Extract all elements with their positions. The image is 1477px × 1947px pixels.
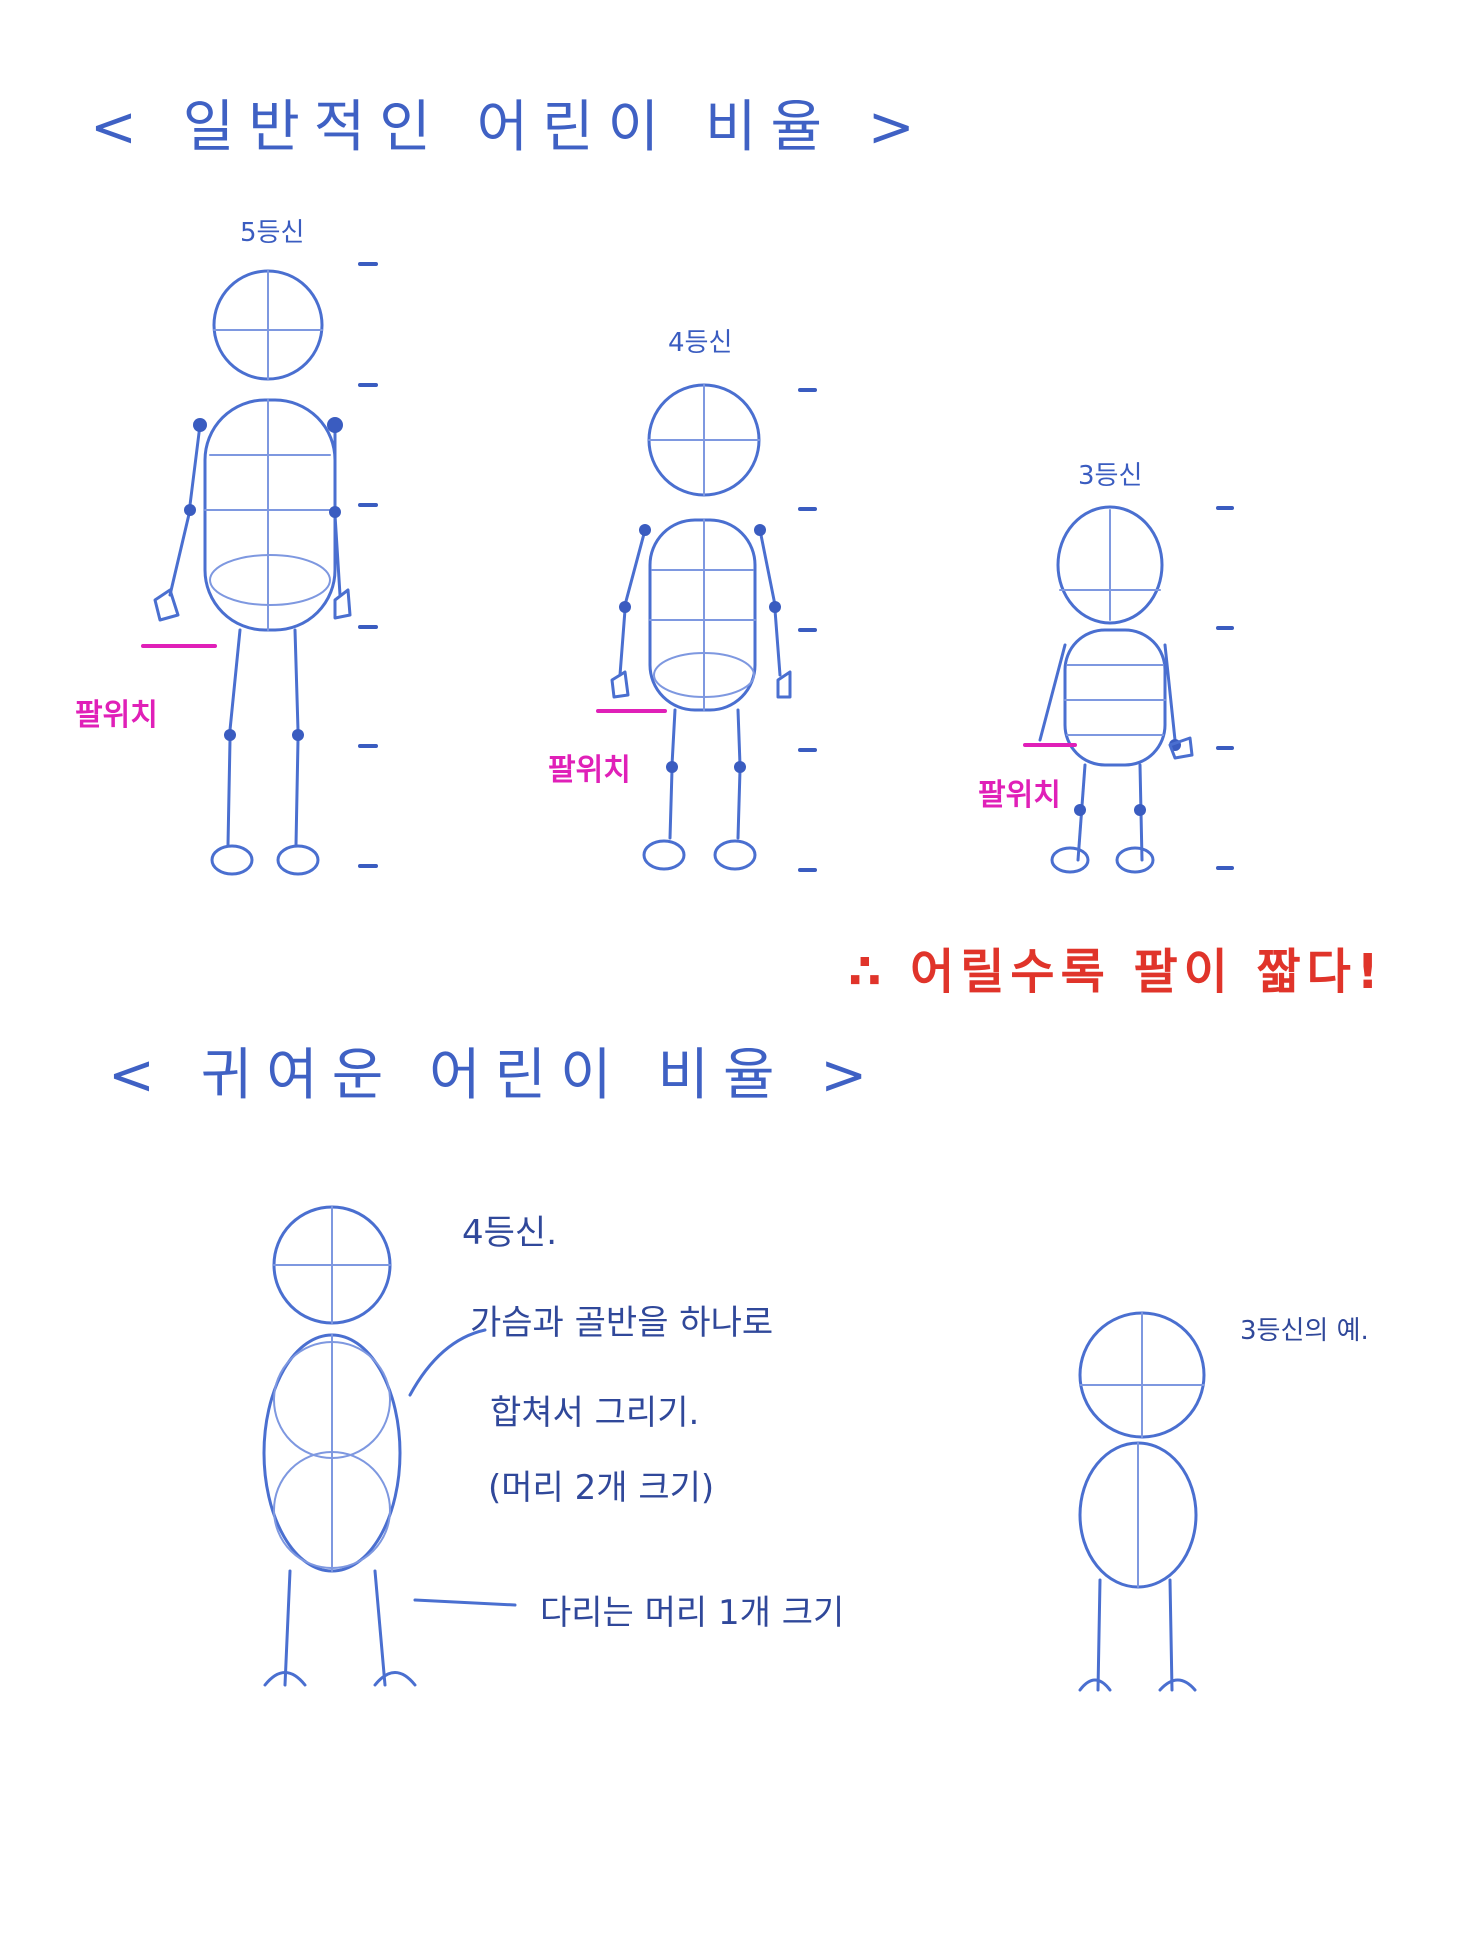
arm-position-label-3: 팔위치 <box>978 778 1061 813</box>
figure-label-3-head: 3등신 <box>1078 461 1143 491</box>
figure-label-4-head: 4등신 <box>668 328 733 358</box>
note-proportion: 4등신. <box>462 1213 557 1253</box>
section-title-cute: < 귀여운 어린이 비율 > <box>108 1043 882 1108</box>
figure-3-head <box>1023 505 1234 874</box>
conclusion-text: ∴ 어릴수록 팔이 짧다! <box>848 944 1385 1000</box>
figure-4-head <box>596 383 817 872</box>
section-title-general: < 일반적인 어린이 비율 > <box>90 95 929 160</box>
note-legs: 다리는 머리 1개 크기 <box>540 1593 845 1633</box>
arm-position-label-1: 팔위치 <box>75 698 158 733</box>
note-line-3: (머리 2개 크기) <box>488 1468 715 1508</box>
arm-position-label-2: 팔위치 <box>548 753 631 788</box>
example-label: 3등신의 예. <box>1240 1316 1369 1346</box>
figure-label-5-head: 5등신 <box>240 218 305 248</box>
note-line-2: 합쳐서 그리기. <box>490 1393 700 1433</box>
cute-figure-4-head <box>262 1205 517 1687</box>
note-line-1: 가슴과 골반을 하나로 <box>470 1303 774 1343</box>
figure-5-head <box>141 262 378 876</box>
example-figure-3-head <box>1078 1311 1206 1692</box>
